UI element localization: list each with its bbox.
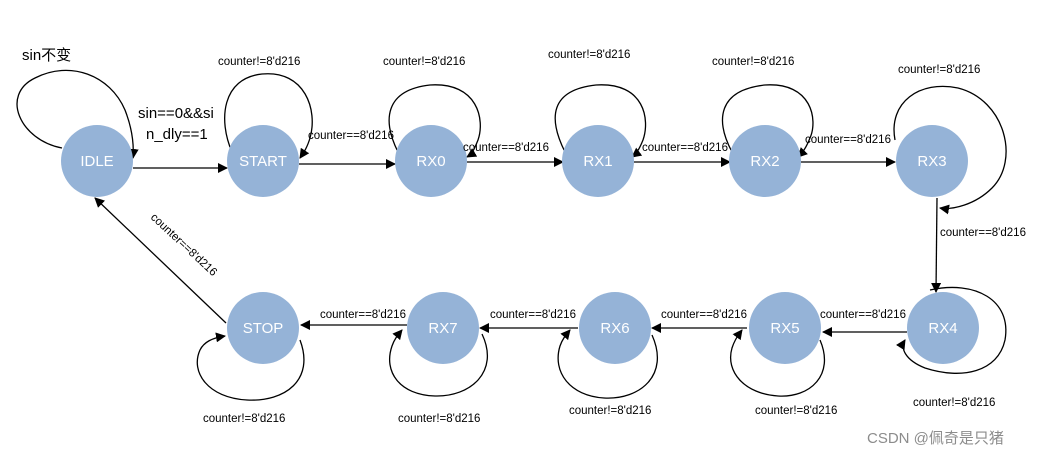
stop-to-idle-arrow <box>94 197 227 324</box>
state-rx3-label: RX3 <box>917 153 946 170</box>
state-start-label: START <box>239 153 287 170</box>
rx4-self-label: counter!=8'd216 <box>913 397 995 409</box>
state-rx5: RX5 <box>749 292 821 364</box>
rx1-self-loop <box>554 84 647 158</box>
rx6-self-loop <box>557 329 658 399</box>
state-rx3: RX3 <box>896 125 968 197</box>
rx0-self-label: counter!=8'd216 <box>383 56 465 68</box>
state-rx6: RX6 <box>579 292 651 364</box>
state-rx6-label: RX6 <box>600 320 629 337</box>
state-rx4: RX4 <box>907 292 979 364</box>
stop-self-loop <box>196 332 305 401</box>
start-self-label: counter!=8'd216 <box>218 56 300 68</box>
rx0-to-rx1-label: counter==8'd216 <box>463 142 549 154</box>
rx7-self-label: counter!=8'd216 <box>398 413 480 425</box>
idle-self-label: sin不变 <box>22 47 71 64</box>
state-rx5-label: RX5 <box>770 320 799 337</box>
rx5-to-rx6-label: counter==8'd216 <box>661 309 747 321</box>
state-rx4-label: RX4 <box>928 320 957 337</box>
rx3-to-rx4-label: counter==8'd216 <box>940 227 1026 239</box>
rx2-to-rx3-label: counter==8'd216 <box>805 134 891 146</box>
state-rx1-label: RX1 <box>583 153 612 170</box>
rx6-to-rx7-label: counter==8'd216 <box>490 309 576 321</box>
start-to-rx0-label: counter==8'd216 <box>308 130 394 142</box>
state-rx0-label: RX0 <box>416 153 445 170</box>
start-self-loop <box>224 73 313 159</box>
rx7-self-loop <box>389 329 488 397</box>
rx5-self-label: counter!=8'd216 <box>755 405 837 417</box>
rx6-self-label: counter!=8'd216 <box>569 405 651 417</box>
rx3-to-rx4-arrow <box>931 197 942 293</box>
rx0-self-loop <box>388 84 481 158</box>
state-rx7: RX7 <box>407 292 479 364</box>
state-rx1: RX1 <box>562 125 634 197</box>
rx3-self-label: counter!=8'd216 <box>898 64 980 76</box>
watermark: CSDN @佩奇是只猪 <box>867 430 1004 447</box>
stop-to-idle-label: counter==8'd216 <box>148 211 219 278</box>
idle-to-start-label-2: n_dly==1 <box>146 126 208 143</box>
rx4-self-loop <box>895 286 1007 374</box>
rx4-to-rx5-label: counter==8'd216 <box>820 309 906 321</box>
state-rx2: RX2 <box>729 125 801 197</box>
rx1-self-label: counter!=8'd216 <box>548 49 630 61</box>
state-stop-label: STOP <box>243 320 284 337</box>
rx2-self-loop <box>721 84 814 158</box>
stop-self-label: counter!=8'd216 <box>203 413 285 425</box>
idle-self-loop <box>16 69 139 159</box>
rx2-self-label: counter!=8'd216 <box>712 56 794 68</box>
state-rx2-label: RX2 <box>750 153 779 170</box>
state-rx7-label: RX7 <box>428 320 457 337</box>
state-rx0: RX0 <box>395 125 467 197</box>
rx5-self-loop <box>730 329 826 397</box>
state-start: START <box>227 125 299 197</box>
state-stop: STOP <box>227 292 299 364</box>
idle-to-start-label-1: sin==0&&si <box>138 105 214 122</box>
rx1-to-rx2-label: counter==8'd216 <box>642 142 728 154</box>
rx7-to-stop-label: counter==8'd216 <box>320 309 406 321</box>
state-idle-label: IDLE <box>80 153 113 170</box>
state-idle: IDLE <box>61 125 133 197</box>
rx3-self-loop <box>893 85 1007 215</box>
